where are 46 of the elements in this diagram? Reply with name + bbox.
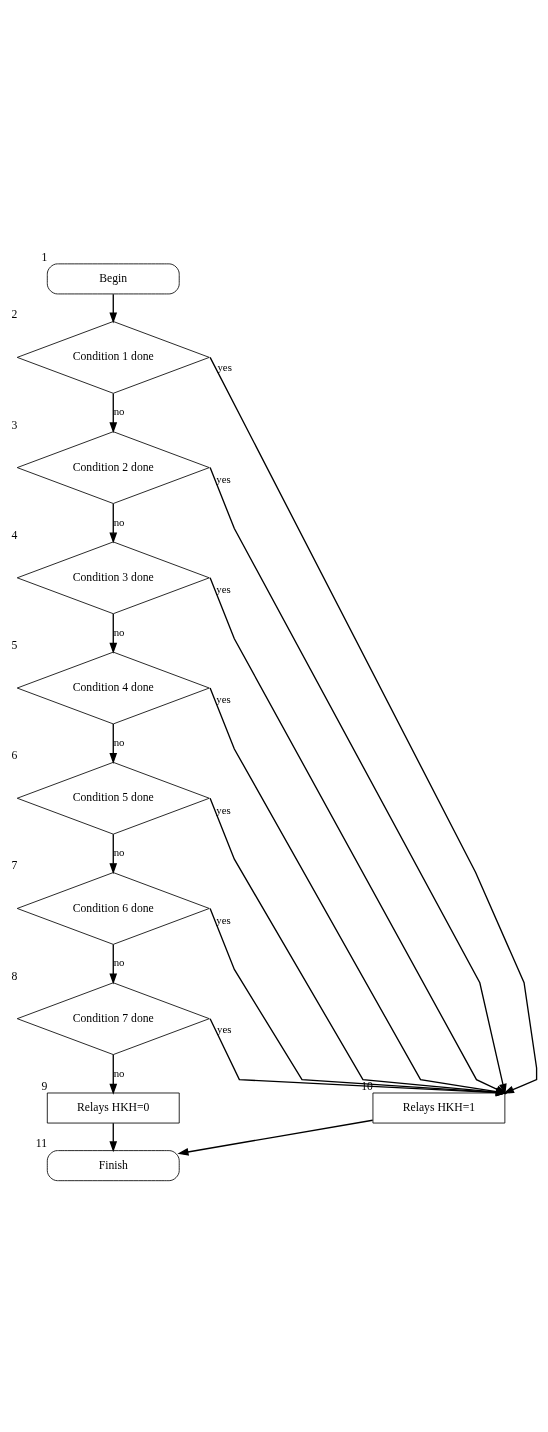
node-label: 8 xyxy=(11,969,18,983)
edge-label: yes xyxy=(216,583,231,596)
node-label: 6 xyxy=(11,749,18,763)
arrow xyxy=(109,392,118,434)
arrow xyxy=(109,833,118,875)
edge-label: yes xyxy=(217,1023,232,1036)
edge-label: yes xyxy=(216,473,231,486)
edge-label: yes xyxy=(216,913,231,926)
edge-label: no xyxy=(113,515,125,528)
node-diamond: Condition 4 done xyxy=(16,651,210,725)
edge-label: no xyxy=(113,735,125,748)
node-label: 10 xyxy=(361,1079,373,1093)
node-label: 2 xyxy=(11,308,18,322)
node-label: 7 xyxy=(11,859,18,873)
node-box: Relays HKH=1 xyxy=(372,1092,506,1124)
node-label: 3 xyxy=(11,418,18,432)
arrow xyxy=(109,503,118,544)
arrow xyxy=(109,1122,118,1153)
edge-label: yes xyxy=(217,361,232,374)
edge-label: yes xyxy=(216,693,231,706)
node-box: Begin xyxy=(46,263,180,295)
node-diamond: Condition 1 done xyxy=(16,321,210,394)
node-label: 5 xyxy=(11,638,18,652)
node-label: 1 xyxy=(41,250,48,264)
node-diamond: Condition 3 done xyxy=(16,541,210,615)
edge-label: yes xyxy=(216,803,231,816)
arrow xyxy=(109,723,118,764)
node-label: 9 xyxy=(41,1079,48,1093)
edge-label: no xyxy=(113,956,125,969)
arrow xyxy=(109,1054,118,1095)
arrow xyxy=(109,293,118,324)
arrow xyxy=(109,943,118,985)
node-box: Finish xyxy=(46,1150,180,1182)
arrow xyxy=(177,1119,374,1156)
node-diamond: Condition 2 done xyxy=(16,431,210,504)
arrow xyxy=(109,613,118,654)
node-box: Relays HKH=0 xyxy=(46,1092,180,1124)
node-diamond: Condition 7 done xyxy=(16,982,210,1055)
edge-label: no xyxy=(113,846,125,859)
edge-label: no xyxy=(113,1066,125,1079)
node-label: 11 xyxy=(35,1137,48,1151)
node-diamond: Condition 5 done xyxy=(16,761,210,835)
edge-label: no xyxy=(113,405,125,418)
node-diamond: Condition 6 done xyxy=(16,872,210,945)
edge-label: no xyxy=(113,625,125,638)
node-label: 4 xyxy=(11,528,18,542)
